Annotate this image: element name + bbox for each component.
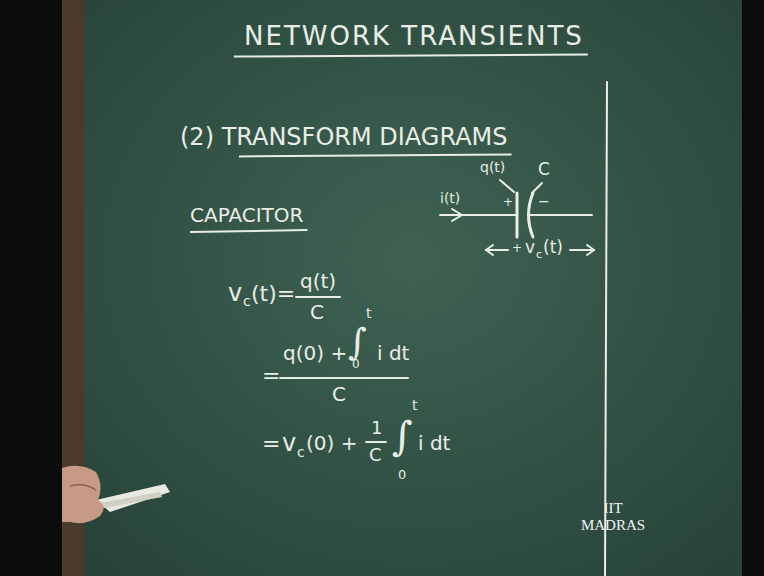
fraction-bar xyxy=(296,296,340,298)
equation-term: = xyxy=(262,364,280,388)
integral-limit: 0 xyxy=(398,468,406,482)
hand xyxy=(62,466,104,523)
current-label: i(t) xyxy=(440,191,460,206)
numerator: i dt xyxy=(377,342,409,364)
denominator: C xyxy=(369,445,382,465)
integral-sign: ∫ xyxy=(392,414,413,458)
board-surface xyxy=(84,0,742,576)
equation-term: i dt xyxy=(418,432,450,454)
capacitor-plate xyxy=(516,193,519,237)
watermark: IIT MADRAS xyxy=(580,500,646,533)
voltage-symbol: v xyxy=(525,238,535,257)
equation-term: (t)= xyxy=(251,282,295,306)
voltage-arrow xyxy=(570,249,594,251)
underline xyxy=(234,55,588,57)
voltage-arrow xyxy=(486,249,508,251)
numerator: 1 xyxy=(371,418,382,438)
equation-term: = xyxy=(262,432,280,456)
denominator: C xyxy=(310,301,324,323)
numerator: q(0) + xyxy=(283,342,347,364)
capacitance-label: C xyxy=(538,160,550,179)
integral-limit: t xyxy=(366,306,372,321)
denominator: C xyxy=(332,383,346,405)
heading: CAPACITOR xyxy=(190,204,303,226)
subscript: c xyxy=(297,445,305,460)
title: NETWORK TRANSIENTS xyxy=(244,22,584,51)
equation-term: (0) + xyxy=(306,432,357,454)
underline xyxy=(190,230,307,232)
integral-limit: t xyxy=(412,398,418,413)
fraction-bar xyxy=(280,377,408,379)
polarity-sign: + xyxy=(503,196,513,209)
hand xyxy=(70,485,96,490)
subscript: c xyxy=(243,294,251,309)
numerator: q(t) xyxy=(300,270,336,292)
paper xyxy=(96,484,170,512)
underline xyxy=(239,154,512,156)
subscript: c xyxy=(536,249,542,261)
current-arrow xyxy=(452,209,462,221)
leader-line xyxy=(532,183,542,193)
paper xyxy=(100,492,162,508)
heading: (2) TRANSFORM DIAGRAMS xyxy=(180,124,508,150)
hand-illustration xyxy=(62,466,170,523)
wire xyxy=(440,214,516,216)
charge-label: q(t) xyxy=(480,160,505,175)
polarity-sign: − xyxy=(538,194,550,209)
wire xyxy=(529,214,592,216)
integral-limit: 0 xyxy=(352,358,360,371)
polarity-sign: + xyxy=(512,242,522,255)
leader-line xyxy=(500,180,514,192)
fraction-bar xyxy=(366,441,386,443)
equation-term: v xyxy=(228,280,242,306)
voltage-symbol: (t) xyxy=(543,238,563,257)
voltage-arrow xyxy=(587,245,594,255)
equation-term: v xyxy=(282,430,296,456)
voltage-arrow xyxy=(486,245,493,255)
integral-sign: ∫ xyxy=(348,322,367,362)
